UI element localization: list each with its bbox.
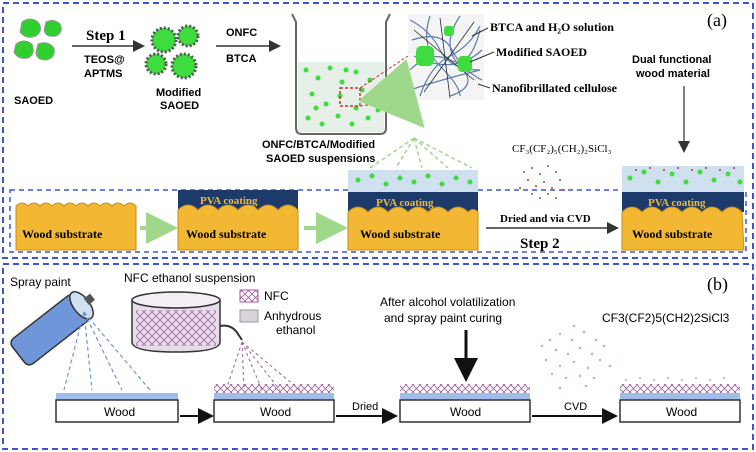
nfc-dish [131, 291, 243, 353]
cvd-dots-on-block [625, 377, 725, 381]
legend-btca-line [471, 27, 489, 37]
paint-layer-2 [214, 393, 334, 400]
wood-block-4-label: Wood [666, 405, 697, 419]
wood-substrate-4-label: Wood substrate [632, 227, 713, 241]
wood-substrate-3-label: Wood substrate [360, 227, 441, 241]
wood-substrate-3 [347, 170, 479, 251]
wood-block-2 [213, 399, 335, 423]
panel-a-inner-border [9, 189, 747, 253]
spray-lines [369, 137, 473, 169]
step1-label: Step 1 [86, 28, 126, 44]
pour-arrow [358, 58, 425, 129]
dried-label: Dried [352, 401, 378, 413]
panel-b-border [2, 263, 754, 450]
paint-layer-4 [620, 393, 740, 400]
fiber-network [408, 14, 484, 100]
spray-paint-label: Spray paint [10, 275, 71, 289]
wood-block-3-label: Wood [450, 405, 481, 419]
wood-substrate-2 [177, 190, 299, 251]
legend-btca: BTCA and H₂O solution [490, 20, 614, 34]
pva-coating-3: PVA coating [376, 197, 434, 209]
cvd-dots-a [519, 165, 565, 199]
cvd-formula-a: CF₃(CF₂)₅(CH₂)₂SiCl₃ [512, 143, 612, 155]
saoed-particles [13, 18, 62, 61]
legend-nfc: Nanofibrillated cellulose [492, 81, 618, 95]
teos-line1: TEOS@ [84, 54, 125, 66]
wood-substrate-4 [621, 166, 745, 251]
wood-block-2-label: Wood [260, 405, 291, 419]
panel-b-label: (b) [707, 274, 728, 295]
pva-coating-4: PVA coating [648, 197, 706, 209]
panel-a-label: (a) [707, 10, 727, 31]
legend-ethanol-line2: ethanol [276, 323, 315, 337]
wood-block-3 [399, 399, 531, 423]
modified-line2: SAOED [160, 100, 199, 112]
cvd-dots-b [540, 324, 612, 390]
wood-substrate-1-label: Wood substrate [22, 227, 103, 241]
paint-layer-3 [400, 393, 530, 400]
beaker [291, 13, 409, 135]
legend-nfc-swatch [239, 289, 259, 303]
wood-block-4 [619, 399, 741, 423]
dual-line2: wood material [635, 68, 710, 80]
cvd-formula-b: CF3(CF2)5(CH2)2SiCl3 [602, 311, 730, 325]
btca-label: BTCA [226, 53, 257, 65]
legend-modified: Modified SAOED [496, 45, 587, 59]
nfc-layer-2 [214, 384, 334, 393]
nfc-suspension-label: NFC ethanol suspension [124, 271, 255, 285]
modified-line1: Modified [156, 87, 201, 99]
panel-a-border [2, 2, 754, 259]
nfc-layer-4 [620, 384, 740, 393]
wood-substrate-1 [15, 202, 137, 251]
legend-nfc-line [477, 83, 491, 89]
legend-modified-line [469, 51, 495, 63]
suspension-line2: SAOED suspensions [266, 153, 375, 165]
wood-block-1-label: Wood [104, 405, 135, 419]
saoed-label: SAOED [14, 95, 53, 107]
teos-line2: APTMS [84, 68, 123, 80]
suspension-line1: ONFC/BTCA/Modified [262, 139, 375, 151]
legend-ethanol-swatch [239, 309, 259, 323]
cvd-label: CVD [564, 401, 587, 413]
modified-saoed-particles [144, 24, 200, 80]
paint-spray-lines [63, 311, 151, 391]
after-line1: After alcohol volatilization [380, 295, 515, 309]
onfc-label: ONFC [226, 27, 257, 39]
wood-substrate-2-label: Wood substrate [186, 227, 267, 241]
spray-can [10, 291, 96, 366]
wood-block-1 [55, 399, 179, 423]
dual-line1: Dual functional [632, 54, 711, 66]
legend-ethanol-line1: Anhydrous [264, 309, 321, 323]
paint-layer-1 [56, 393, 178, 400]
nfc-layer-3 [400, 384, 530, 393]
after-line2: and spray paint curing [384, 311, 502, 325]
legend-nfc-label: NFC [264, 289, 289, 303]
nfc-spray-lines [225, 341, 301, 391]
dried-cvd-label: Dried and via CVD [500, 213, 591, 225]
pva-coating-2: PVA coating [200, 195, 258, 207]
step2-label: Step 2 [520, 236, 560, 252]
